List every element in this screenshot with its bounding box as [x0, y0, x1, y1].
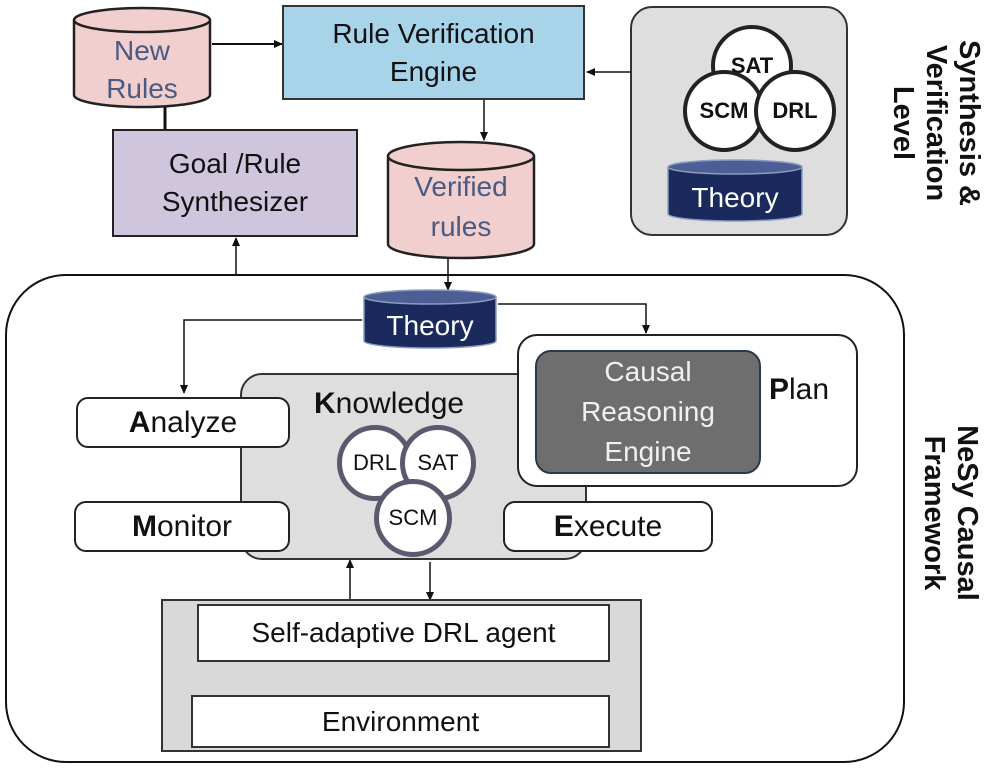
drl-agent-box: Self-adaptive DRL agent [197, 604, 610, 662]
knowledge-cap: K [314, 387, 336, 420]
execute-cap: E [553, 509, 574, 543]
framework-side-label: NeSy Causal Framework [913, 403, 983, 623]
monitor-cap: M [131, 509, 157, 543]
theory-group-drl-label: DRL [772, 98, 818, 123]
monitor-rest: onitor [156, 509, 233, 543]
verified-label-2: rules [430, 211, 492, 242]
theory-group-scm-circle: SCM [683, 70, 765, 152]
verified-rules-cylinder-shape [386, 140, 536, 260]
framework-theory-cylinder: Theory [362, 289, 498, 349]
framework-theory-shape [363, 289, 497, 349]
environment-label: Environment [321, 705, 480, 737]
analyze-rest: nalyze [150, 405, 238, 439]
synth-label-2: Synthesizer [161, 186, 309, 217]
execute-rest: xecute [573, 509, 663, 543]
theory-group-theory-label: Theory [691, 182, 779, 213]
drl-agent-label: Self-adaptive DRL agent [251, 617, 556, 648]
framework-side-line1: NeSy Causal [951, 425, 983, 601]
analyze-cap: A [128, 405, 151, 439]
arrow-theory-to-analyze [180, 319, 362, 394]
goal-rule-synthesizer: Goal /Rule Synthesizer [112, 129, 358, 237]
new-rules-cylinder-shape [72, 6, 212, 109]
knowledge-drl-label: DRL [352, 450, 397, 475]
environment-box: Environment [191, 695, 610, 748]
verified-label-1: Verified [414, 171, 508, 202]
plan-rest: lan [789, 373, 830, 406]
new-rules-label-2: Rules [106, 73, 178, 104]
knowledge-scm-circle: SCM [374, 479, 452, 557]
engine-label-1: Rule Verification [332, 17, 535, 49]
framework-theory-label: Theory [386, 310, 474, 341]
verified-rules-cylinder: Verified rules [386, 140, 536, 260]
synthesis-level-line2: Verification [920, 44, 952, 202]
rule-verification-engine: Rule Verification Engine [282, 5, 585, 100]
synthesis-level-label: Synthesis & Verification Level [885, 13, 985, 233]
knowledge-scm-label: SCM [388, 505, 438, 530]
knowledge-rest: nowledge [335, 387, 465, 420]
causal-label-3: Engine [604, 436, 692, 467]
causal-reasoning-engine: Causal Reasoning Engine [535, 350, 761, 474]
plan-label: Plan [769, 372, 829, 408]
plan-cap: P [769, 373, 790, 406]
synthesis-level-line1: Synthesis & [953, 40, 985, 206]
causal-label-1: Causal [604, 356, 692, 387]
new-rules-label-1: New [113, 35, 170, 66]
theory-group-drl-circle: DRL [754, 70, 836, 152]
theory-group-theory-cylinder: Theory [666, 158, 804, 222]
knowledge-sat-label: SAT [417, 450, 459, 475]
framework-side-line2: Framework [918, 435, 950, 591]
engine-label-2: Engine [389, 55, 478, 87]
theory-group-scm-label: SCM [699, 98, 749, 123]
knowledge-title: Knowledge [314, 386, 464, 422]
synthesis-level-line3: Level [887, 85, 919, 161]
causal-label-2: Reasoning [581, 396, 715, 427]
arrow-theory-to-plan [498, 303, 650, 334]
theory-group-theory-shape [667, 159, 803, 222]
new-rules-cylinder: New Rules [72, 6, 212, 109]
synth-label-1: Goal /Rule [168, 148, 302, 179]
